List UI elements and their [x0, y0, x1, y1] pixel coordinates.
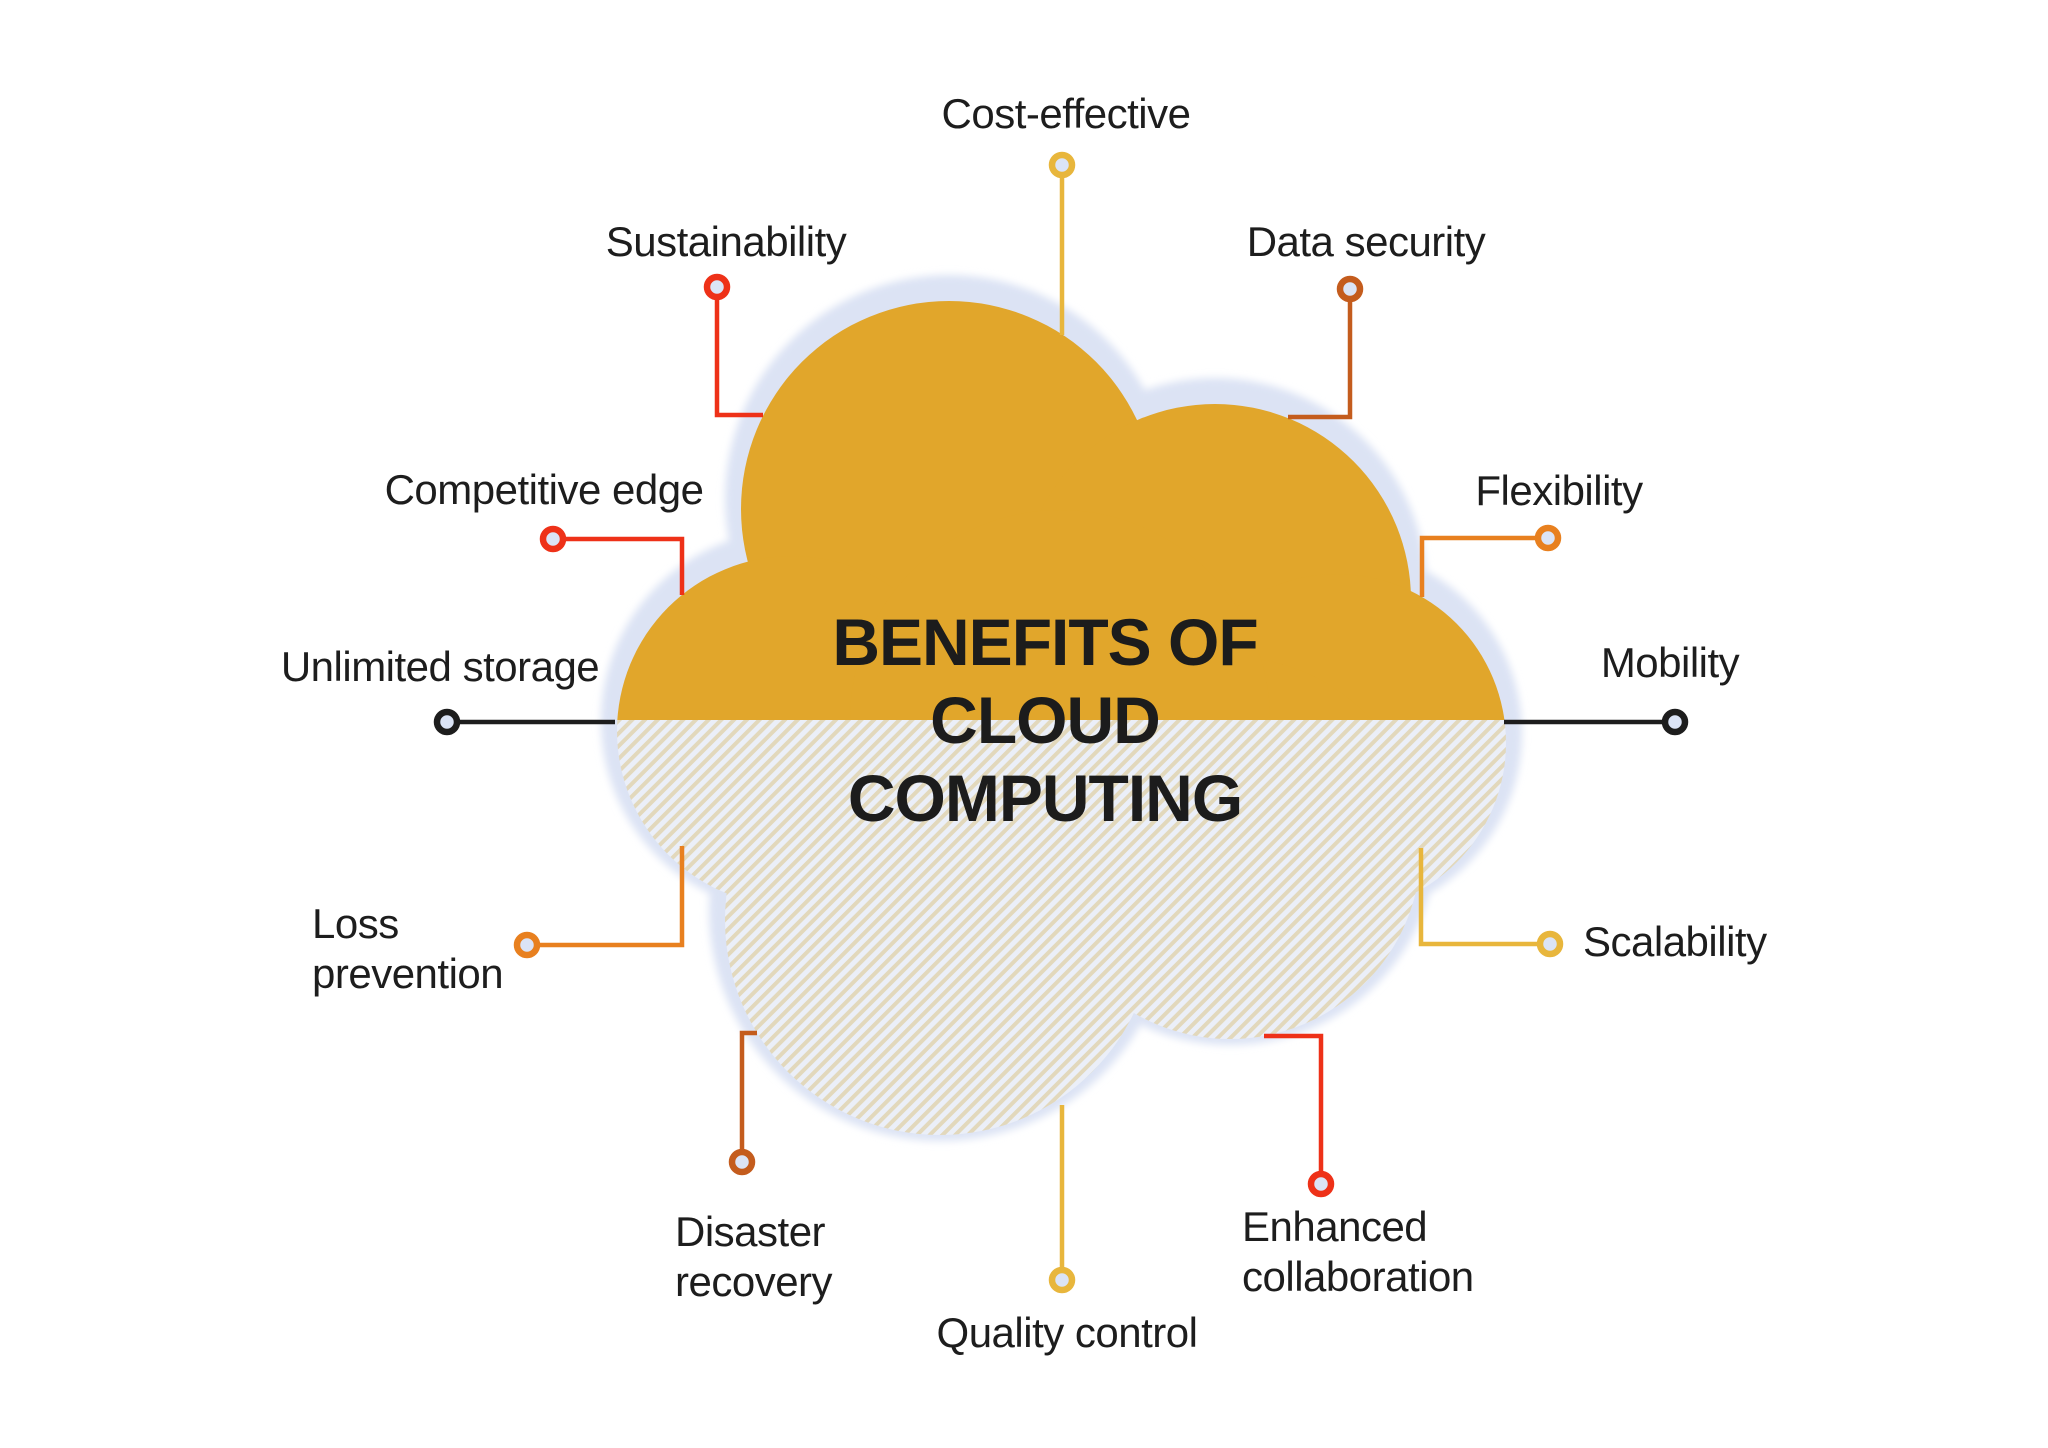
ring-cost-effective: [1048, 151, 1076, 179]
label-quality-control: Quality control: [936, 1309, 1198, 1356]
label-flexibility: Flexibility: [1475, 467, 1643, 514]
label-cost-effective: Cost-effective: [941, 90, 1192, 137]
ring-quality-control: [1048, 1266, 1076, 1294]
connector-flexibility: [1419, 535, 1535, 597]
ring-flexibility: [1534, 524, 1562, 552]
diagram-title: BENEFITS OF CLOUD COMPUTING: [832, 603, 1258, 837]
ring-unlimited-storage: [433, 708, 461, 736]
connector-loss-prevention: [540, 846, 685, 948]
title-line-2: CLOUD: [930, 683, 1161, 757]
label-competitive-edge: Competitive edge: [384, 466, 704, 513]
connector-disaster-recovery: [739, 1030, 757, 1149]
label-disaster-recovery: Disaster recovery: [675, 1208, 833, 1305]
label-scalability: Scalability: [1583, 918, 1767, 965]
label-unlimited-storage: Unlimited storage: [280, 643, 600, 690]
label-loss-prevention: Loss prevention: [312, 900, 504, 997]
ring-loss-prevention: [513, 931, 541, 959]
connector-rings: [433, 151, 1689, 1294]
ring-enhanced-collaboration: [1307, 1170, 1335, 1198]
label-data-security: Data security: [1246, 218, 1486, 265]
title-line-3: COMPUTING: [847, 761, 1243, 835]
label-sustainability: Sustainability: [605, 218, 847, 265]
ring-disaster-recovery: [728, 1148, 756, 1176]
label-mobility: Mobility: [1600, 639, 1740, 686]
ring-mobility: [1661, 708, 1689, 736]
label-enhanced-collaboration: Enhanced collaboration: [1242, 1203, 1474, 1300]
connector-competitive-edge: [566, 536, 685, 595]
ring-competitive-edge: [539, 525, 567, 553]
ring-sustainability: [703, 273, 731, 301]
title-line-1: BENEFITS OF: [832, 605, 1258, 679]
ring-scalability: [1536, 930, 1564, 958]
connector-scalability: [1418, 848, 1537, 947]
connector-data-security: [1288, 302, 1353, 420]
connector-lines: [460, 178, 1662, 1267]
connector-enhanced-collaboration: [1264, 1033, 1324, 1171]
connector-sustainability: [714, 300, 763, 418]
ring-data-security: [1336, 275, 1364, 303]
